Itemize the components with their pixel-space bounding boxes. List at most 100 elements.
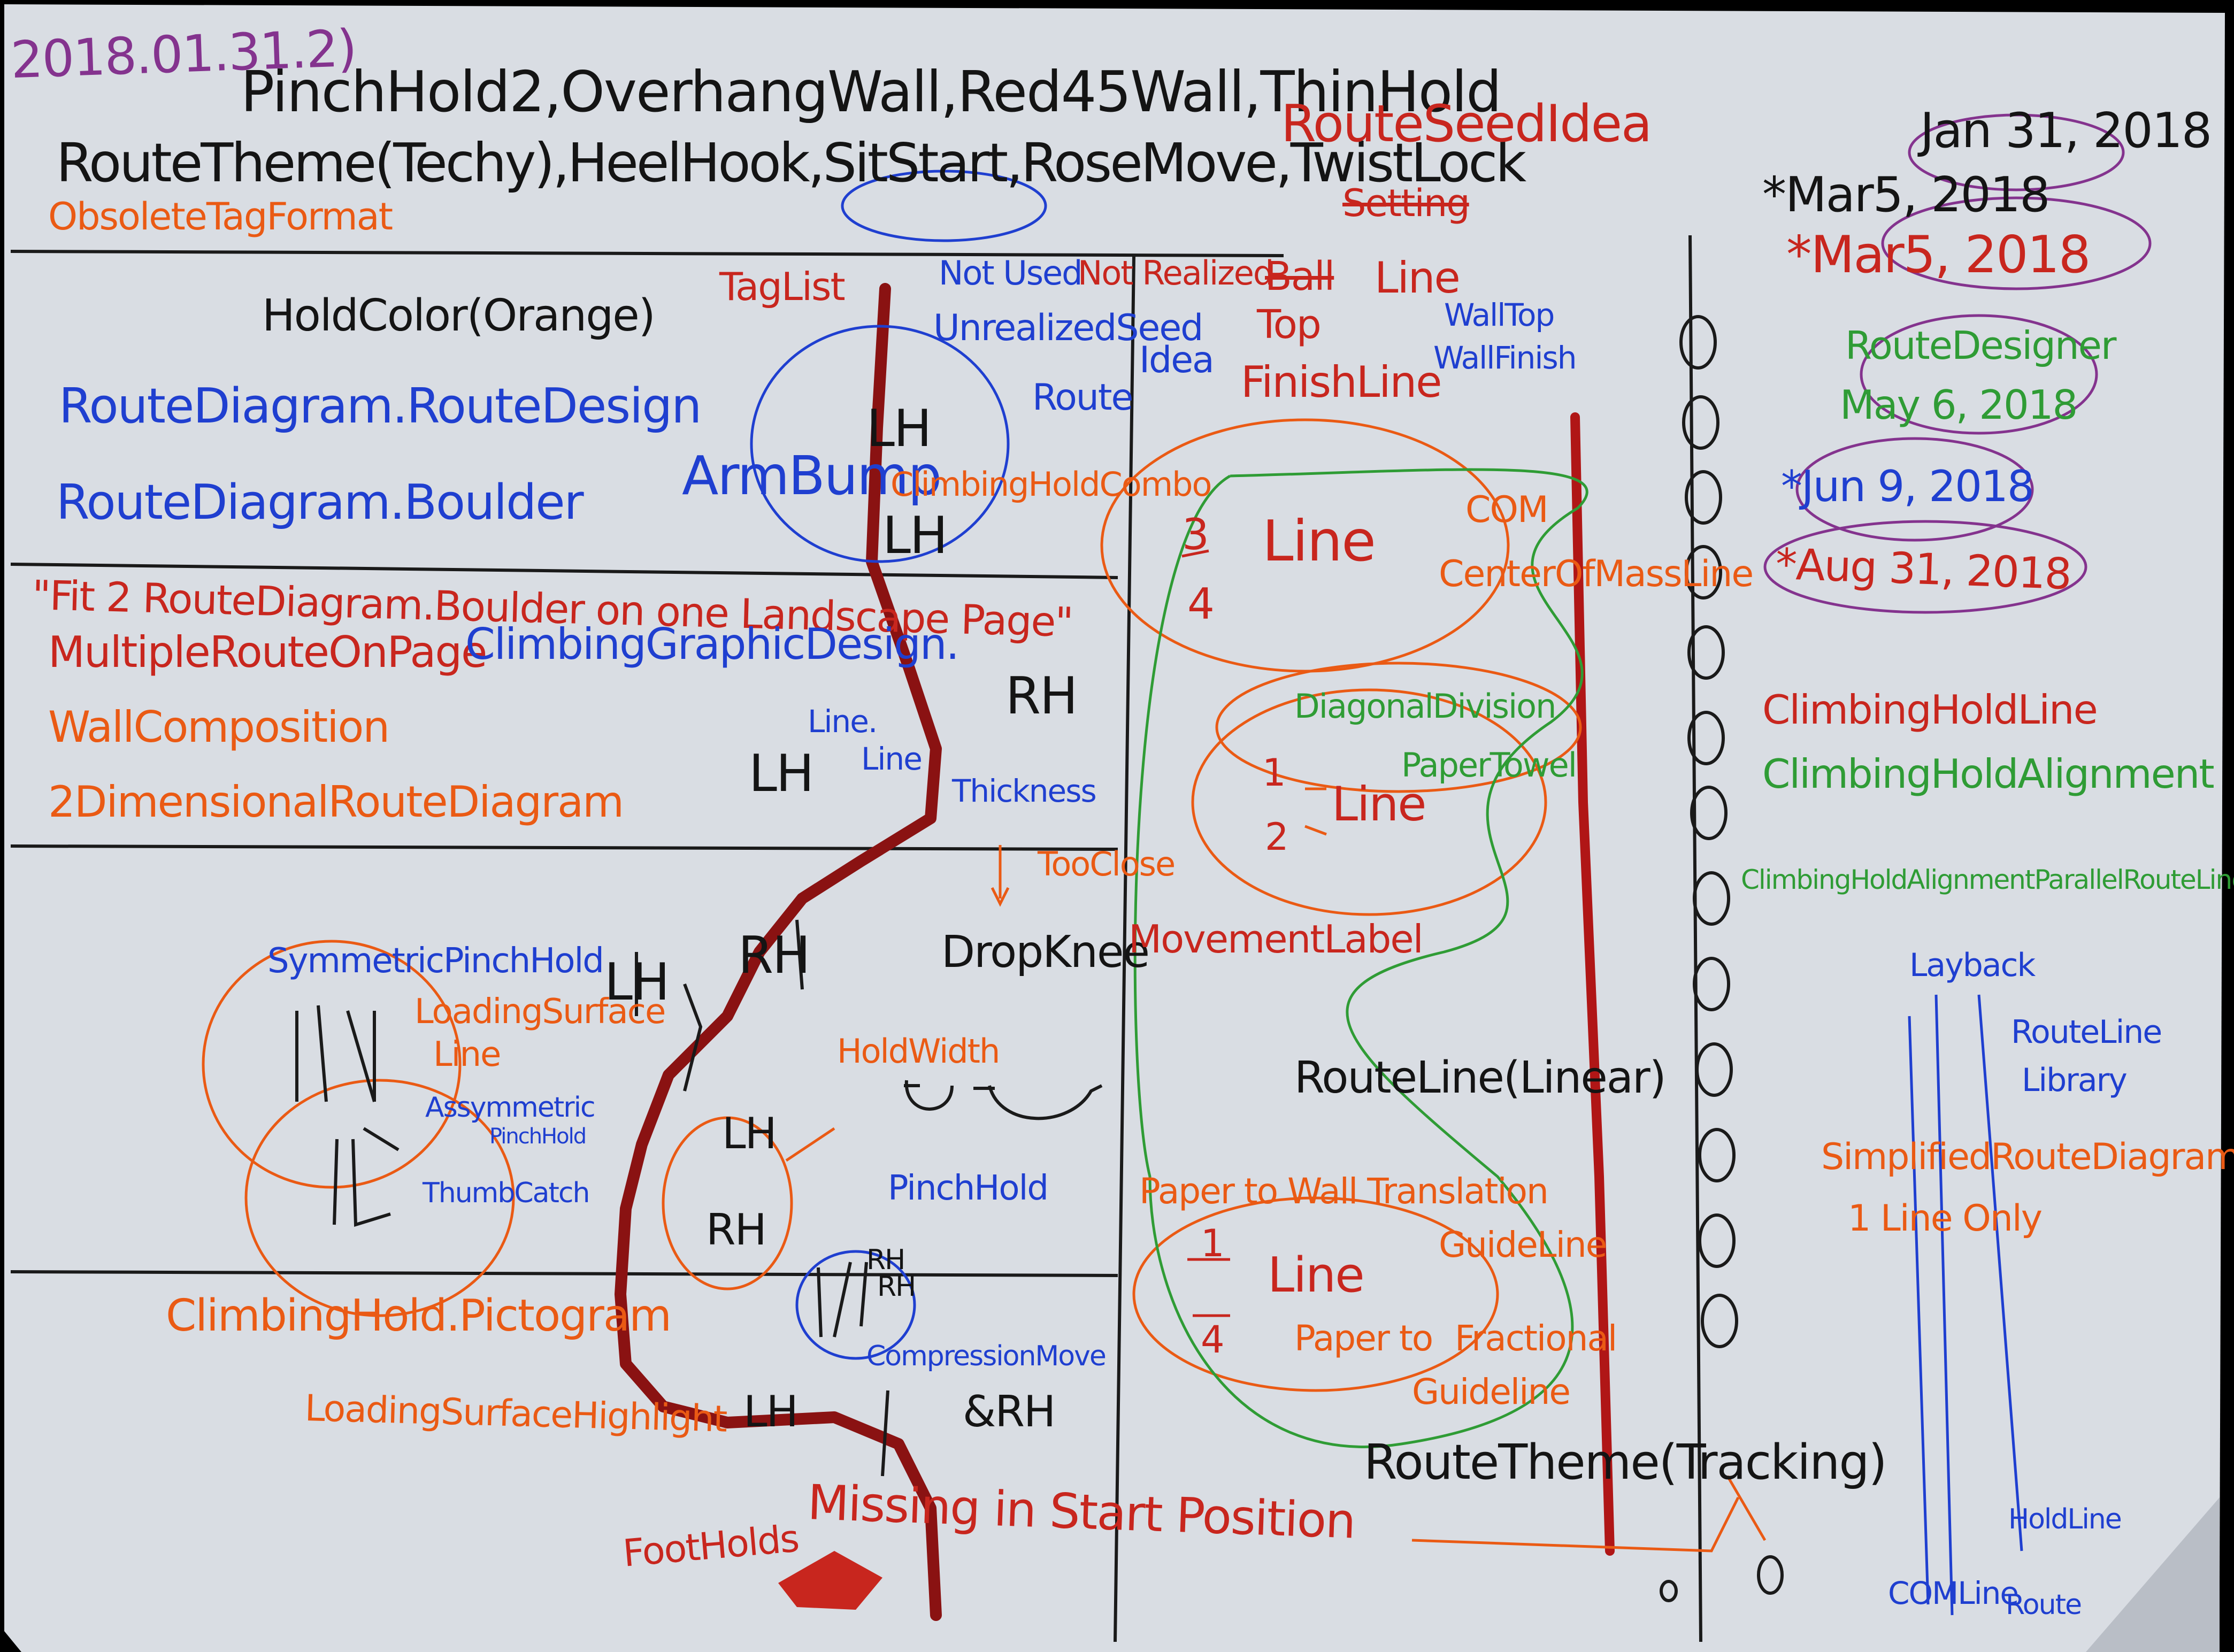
- tag-lh-1: LH: [866, 399, 932, 458]
- too-close: TooClose: [1038, 844, 1176, 883]
- line-top: Line: [1375, 253, 1461, 303]
- loading-surface: LoadingSurface: [414, 992, 666, 1032]
- not-realized: Not Realized: [1078, 253, 1274, 293]
- climbing-hold-line: ClimbingHoldLine: [1762, 686, 2098, 733]
- rh-label-5: RH: [866, 1244, 905, 1276]
- asymmetric-2: PinchHold: [489, 1124, 587, 1149]
- red-start-triangle: [778, 1551, 882, 1610]
- red-fraction-bars: [1181, 549, 1230, 1317]
- two-dimensional-route: 2DimensionalRouteDiagram: [48, 777, 624, 827]
- date-main: Jan 31, 2018: [1920, 103, 2212, 159]
- route-label-bottom: Route: [2006, 1589, 2082, 1621]
- climbing-hold-combo: ClimbingHoldCombo: [890, 465, 1212, 504]
- mar-date-1: *Mar5, 2018: [1762, 167, 2050, 223]
- blue-route-lines: [1908, 994, 2023, 1616]
- orange-marks: [785, 787, 1767, 1553]
- and-rh: &RH: [963, 1387, 1056, 1436]
- wall-top: WallTop: [1444, 297, 1555, 333]
- rh-label-4: RH: [706, 1205, 767, 1255]
- wall-composition: WallComposition: [48, 702, 390, 752]
- half-num: 1: [1262, 751, 1286, 795]
- finish-line: FinishLine: [1241, 357, 1442, 407]
- com: COM: [1465, 489, 1549, 531]
- line-label: Line: [861, 741, 923, 777]
- movement-label: MovementLabel: [1128, 917, 1424, 962]
- pictogram-title: ClimbingHold.Pictogram: [166, 1290, 672, 1341]
- diagonal-division: DiagonalDivision: [1294, 687, 1556, 726]
- obsolete-tag-format: ObsoleteTagFormat: [48, 195, 393, 239]
- rh-label: RH: [1005, 667, 1078, 726]
- fractional: Fractional: [1455, 1318, 1617, 1359]
- route-designer: RouteDesigner: [1845, 323, 2116, 368]
- setting: Setting: [1342, 181, 1470, 225]
- lh-label-3: LH: [604, 953, 670, 1012]
- route-theme-tracking: RouteTheme(Tracking): [1364, 1434, 1887, 1490]
- red-route-line: [1570, 412, 1615, 1556]
- one-line-only: 1 Line Only: [1848, 1197, 2043, 1240]
- loading-surface-line: Line: [433, 1035, 501, 1074]
- aug-date: *Aug 31, 2018: [1775, 539, 2072, 600]
- ruled-lines: [10, 235, 1702, 1642]
- multiple-route: MultipleRouteOnPage: [48, 627, 487, 677]
- paper-towel: PaperTowel: [1401, 746, 1577, 785]
- alignment-parallel: ClimbingHoldAlignmentParallelRouteLine: [1741, 864, 2234, 895]
- ball: Ball: [1265, 253, 1335, 299]
- rh-label-6: RH: [877, 1271, 916, 1303]
- compression-move: CompressionMove: [866, 1340, 1107, 1372]
- line-quarter: Line: [1268, 1247, 1365, 1303]
- guideline-2: Guideline: [1412, 1371, 1571, 1412]
- page-curl: [2086, 1497, 2220, 1652]
- maroon-route-line: [615, 283, 942, 1621]
- climbing-graphic-design: ClimbingGraphicDesign.: [465, 619, 959, 669]
- drop-knee: DropKnee: [941, 927, 1150, 978]
- mar-date-2: *Mar5, 2018: [1786, 226, 2091, 285]
- line-dot: Line.: [808, 703, 878, 740]
- paper: [4, 4, 2225, 1652]
- route-diagram-boulder: RouteDiagram.Boulder: [56, 474, 584, 531]
- unrealized-seed: UnrealizedSeed: [933, 307, 1203, 349]
- pinch-hold: PinchHold: [888, 1169, 1049, 1208]
- center-of-mass-line: CenterOfMassLine: [1439, 553, 1754, 595]
- asymmetric-1: Assymmetric: [425, 1092, 596, 1124]
- climbing-hold-alignment: ClimbingHoldAlignment: [1762, 750, 2215, 797]
- lh-label-5: LH: [743, 1387, 799, 1436]
- route-diagram-design: RouteDiagram.RouteDesign: [59, 378, 702, 434]
- hold-chain: [1660, 315, 1784, 1602]
- hold-pictograms: [295, 919, 1103, 1477]
- line-three-quarter: Line: [1262, 509, 1376, 574]
- line-half: Line: [1332, 777, 1426, 832]
- hold-color: HoldColor(Orange): [262, 290, 656, 341]
- quarter-num: 1: [1201, 1221, 1225, 1265]
- annotation-circles: [202, 113, 2152, 1448]
- three-quarter-den: 4: [1187, 579, 1215, 629]
- header-line-2: RouteTheme(Techy),HeelHook,SitStart,Rose…: [56, 132, 1526, 194]
- wall-finish: WallFinish: [1433, 340, 1577, 376]
- route-label: Route: [1032, 376, 1133, 419]
- com-line-label: COMLine: [1888, 1575, 2019, 1611]
- idea: Idea: [1139, 339, 1215, 381]
- tag-lh-2: LH: [882, 506, 948, 565]
- arm-bump: ArmBump: [682, 444, 942, 507]
- top: Top: [1257, 302, 1322, 348]
- three-quarter-num: 3: [1182, 510, 1209, 559]
- thumb-catch: ThumbCatch: [423, 1177, 590, 1209]
- loading-surface-highlight: LoadingSurfaceHighlight: [304, 1387, 727, 1441]
- symmetric-pinch-hold: SymmetricPinchHold: [267, 941, 604, 981]
- lh-label: LH: [749, 744, 814, 803]
- half-den: 2: [1265, 815, 1289, 859]
- route-line-library-1: RouteLine: [2011, 1013, 2162, 1051]
- tag-list: TagList: [719, 264, 846, 309]
- hold-line-label: HoldLine: [2008, 1503, 2122, 1535]
- paper-to-wall-translation: Paper to Wall Translation: [1139, 1171, 1549, 1212]
- may-date: May 6, 2018: [1840, 381, 2078, 428]
- jun-date: *Jun 9, 2018: [1781, 462, 2035, 511]
- quarter-den: 4: [1201, 1318, 1225, 1362]
- hold-width: HoldWidth: [837, 1032, 1000, 1071]
- route-seed-idea: RouteSeedIdea: [1281, 95, 1652, 153]
- simplified-route-diagram: SimplifiedRouteDiagram: [1821, 1136, 2234, 1178]
- guide-line: GuideLine: [1439, 1224, 1607, 1265]
- rh-label-3: RH: [738, 926, 810, 985]
- header-line-1: PinchHold2,OverhangWall,Red45Wall,ThinHo…: [241, 59, 1502, 125]
- not-used: Not Used: [939, 253, 1083, 293]
